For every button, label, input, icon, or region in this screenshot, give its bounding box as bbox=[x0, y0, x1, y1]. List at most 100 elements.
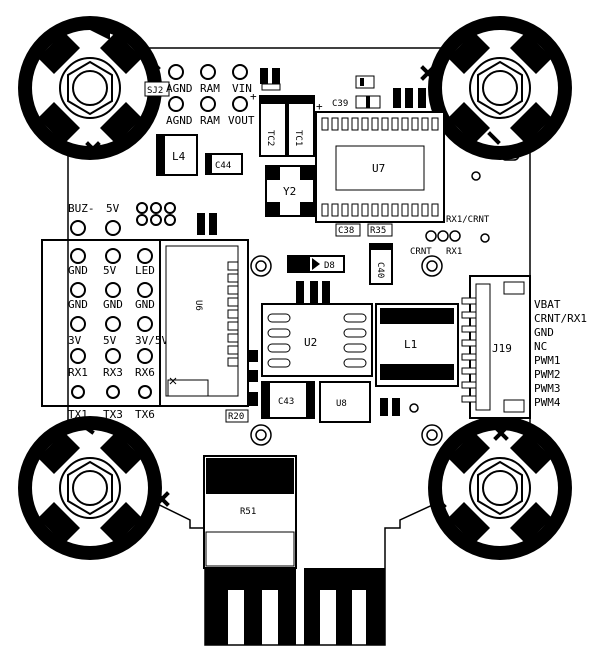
header-5v-label: 5V bbox=[106, 202, 120, 215]
u6-pin bbox=[227, 297, 239, 307]
l1-label: L1 bbox=[404, 338, 417, 351]
d8-label: D8 bbox=[324, 261, 335, 271]
pad-agnd-2: AGND bbox=[166, 114, 193, 127]
u7-pin bbox=[421, 117, 429, 131]
r51-shunt: R51 bbox=[203, 455, 297, 569]
j19-pin bbox=[461, 395, 477, 403]
u6-pin bbox=[227, 333, 239, 343]
r51-label: R51 bbox=[240, 507, 256, 517]
pad-hole bbox=[137, 282, 153, 298]
u7-pin bbox=[421, 203, 429, 217]
resistor-arrays bbox=[197, 68, 439, 416]
c39-label: C39 bbox=[332, 99, 348, 109]
j19-pin bbox=[461, 339, 477, 347]
u7-pin bbox=[371, 203, 379, 217]
j19-pin bbox=[461, 353, 477, 361]
r20-label: R20 bbox=[228, 412, 244, 422]
j19-connector: J19 bbox=[469, 275, 531, 419]
u2-pin bbox=[267, 313, 291, 323]
pin-pwm2: PWM2 bbox=[534, 368, 561, 381]
u6-pins bbox=[227, 261, 239, 367]
sj2-label: SJ2 bbox=[147, 86, 163, 96]
pad-label-gnd: GND bbox=[68, 298, 88, 311]
u7-pin bbox=[341, 203, 349, 217]
pin-gnd: GND bbox=[534, 326, 554, 339]
u7-pin bbox=[381, 117, 389, 131]
pad-label-led: LED bbox=[135, 264, 155, 277]
u7-pin bbox=[381, 203, 389, 217]
j19-pin bbox=[461, 367, 477, 375]
u7-pin bbox=[361, 203, 369, 217]
u7-pin bbox=[391, 117, 399, 131]
u7-pin bbox=[401, 117, 409, 131]
y2-label: Y2 bbox=[283, 185, 296, 198]
r35-label: R35 bbox=[370, 226, 386, 236]
u2-pin bbox=[267, 343, 291, 353]
u6-label: U6 bbox=[193, 300, 203, 311]
u7-pin bbox=[411, 117, 419, 131]
u7-pin bbox=[341, 117, 349, 131]
pad-label-tx3: TX3 bbox=[103, 408, 123, 421]
left-pad-block: BUZ- 5V bbox=[41, 202, 249, 407]
u7-pin bbox=[431, 203, 439, 217]
u7-pin bbox=[371, 117, 379, 131]
pad-hole bbox=[105, 282, 121, 298]
u2-label: U2 bbox=[304, 336, 317, 349]
pad-label-3v-5v: 3V/5V bbox=[135, 334, 168, 347]
crnt-rx1-pads: RX1/CRNT CRNT RX1 bbox=[410, 215, 490, 257]
c44-capacitor: C44 bbox=[205, 153, 243, 175]
mount-bottom-right bbox=[428, 416, 572, 560]
pad-vin: VIN bbox=[232, 82, 252, 95]
u2-pins bbox=[267, 313, 367, 368]
u6-pin bbox=[227, 357, 239, 367]
tc1-label: TC1 bbox=[293, 130, 303, 146]
pad-label-rx3: RX3 bbox=[103, 366, 123, 379]
u2-pin bbox=[267, 358, 291, 368]
u2-pin bbox=[267, 328, 291, 338]
pad-label-5v: 5V bbox=[103, 264, 117, 277]
j19-pin bbox=[461, 325, 477, 333]
c40-label: C40 bbox=[375, 262, 385, 278]
u7-pin bbox=[331, 117, 339, 131]
pad-agnd-1: AGND bbox=[166, 82, 193, 95]
pad-label-tx6: TX6 bbox=[135, 408, 155, 421]
j19-pins bbox=[461, 297, 477, 403]
pin-pwm1: PWM1 bbox=[534, 354, 561, 367]
buz-label: BUZ- bbox=[68, 202, 95, 215]
pad-hole bbox=[137, 348, 153, 364]
direction-marks bbox=[75, 65, 509, 509]
u2-pin bbox=[343, 313, 367, 323]
mount-top-left bbox=[18, 16, 162, 160]
l4-inductor: L4 bbox=[156, 134, 198, 176]
l4-label: L4 bbox=[172, 150, 186, 163]
pad-label-gnd: GND bbox=[103, 298, 123, 311]
pad-hole bbox=[105, 316, 121, 332]
pin-pwm4: PWM4 bbox=[534, 396, 561, 409]
plus-1: + bbox=[250, 90, 257, 103]
y2-crystal: Y2 bbox=[265, 165, 315, 217]
pin-crnt-rx1: CRNT/RX1 bbox=[534, 312, 587, 325]
pad-label-tx1: TX1 bbox=[68, 408, 88, 421]
d8-diode: D8 bbox=[287, 255, 345, 273]
tc2-label: TC2 bbox=[265, 130, 275, 146]
c38-label: C38 bbox=[338, 226, 354, 236]
pad-hole bbox=[70, 348, 86, 364]
pad-label-5v: 5V bbox=[103, 334, 117, 347]
c44-label: C44 bbox=[215, 161, 231, 171]
pad-hole bbox=[71, 385, 85, 399]
u2-pin bbox=[343, 328, 367, 338]
u7-pin bbox=[401, 203, 409, 217]
rx1-label: RX1 bbox=[446, 247, 462, 257]
j19-pin bbox=[461, 311, 477, 319]
u7-pin bbox=[431, 117, 439, 131]
c40-capacitor: C40 bbox=[369, 243, 393, 285]
pad-hole bbox=[137, 316, 153, 332]
u6-pin bbox=[227, 345, 239, 355]
tantalum-caps: TC2 TC1 + + bbox=[250, 90, 323, 157]
u8-chip: U8 bbox=[319, 381, 371, 423]
via-holes bbox=[409, 149, 520, 413]
u7-pin bbox=[411, 203, 419, 217]
u8-label: U8 bbox=[336, 399, 347, 409]
